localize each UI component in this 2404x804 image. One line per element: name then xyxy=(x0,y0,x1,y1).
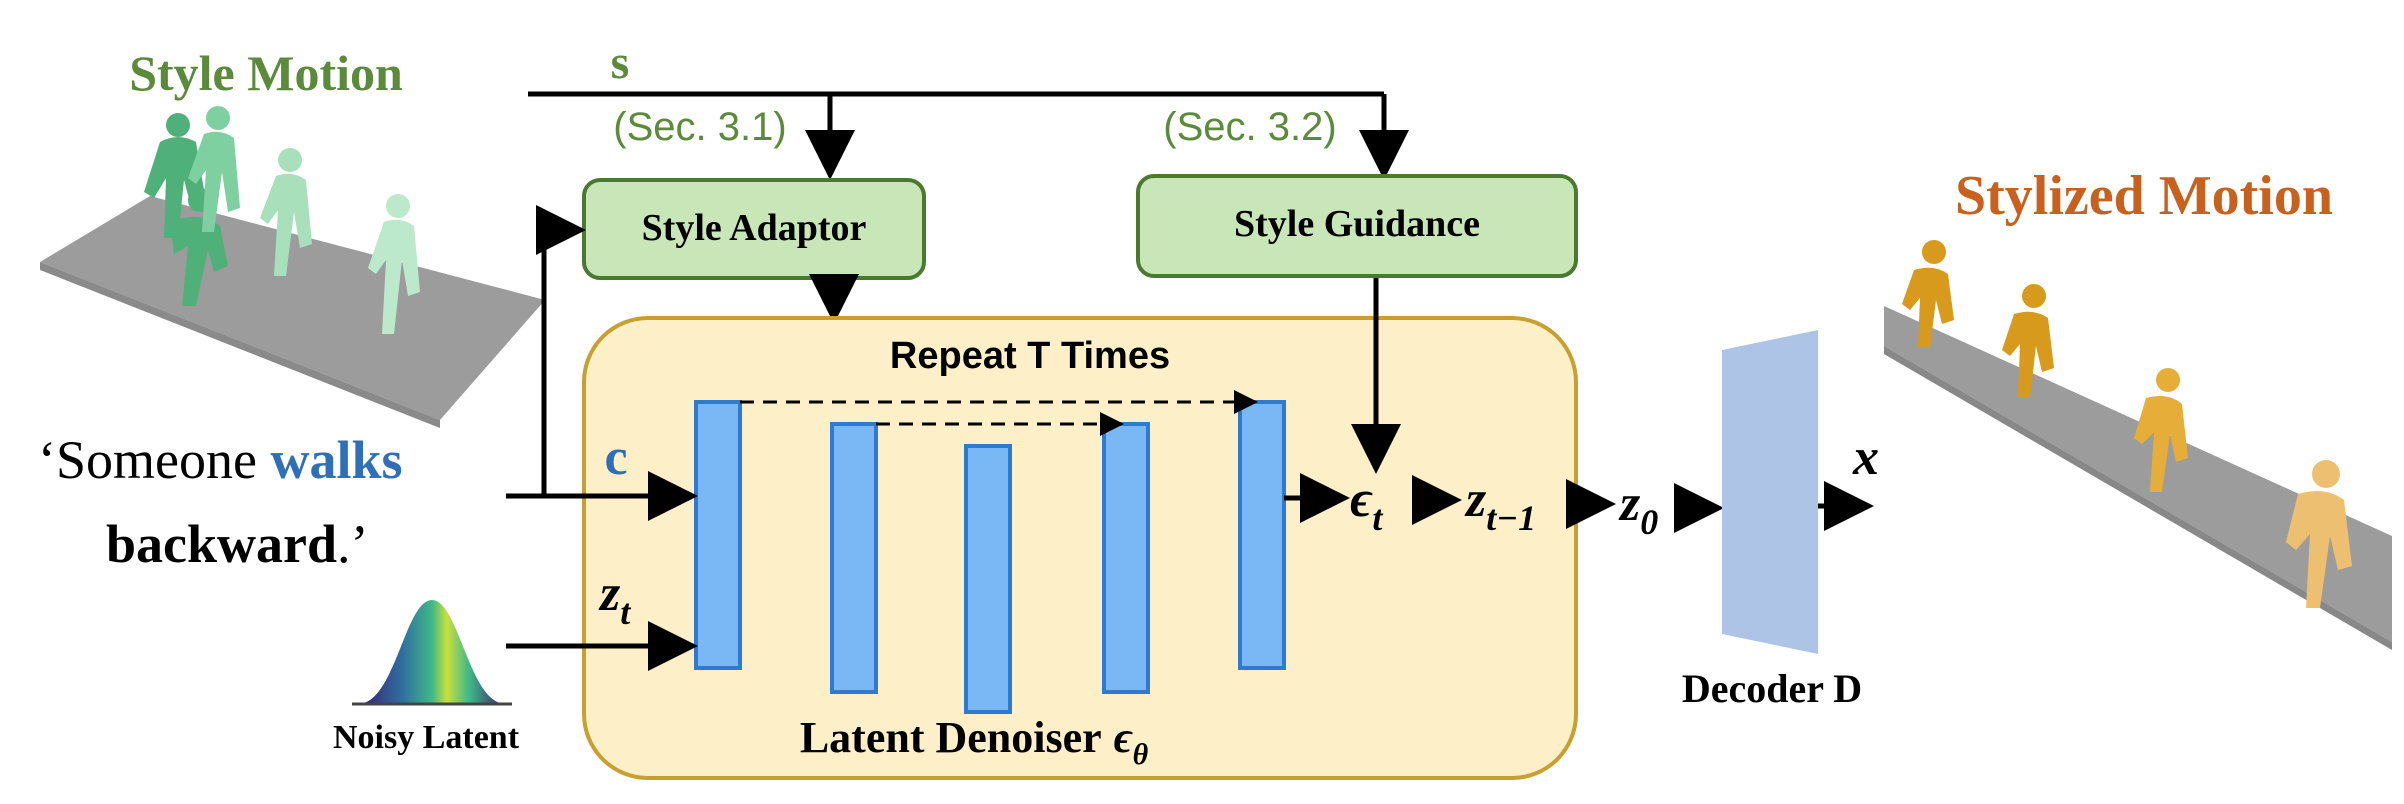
decoder-shape xyxy=(1722,330,1818,654)
epsilon-t-subscript: t xyxy=(1372,498,1383,538)
z-t-base: z xyxy=(598,565,621,622)
x-label: x xyxy=(1852,429,1879,486)
style-motion-image xyxy=(40,106,545,428)
z-tm1-subscript: t−1 xyxy=(1486,498,1536,538)
denoiser-bar-1 xyxy=(694,400,742,670)
z0-subscript: 0 xyxy=(1640,502,1658,542)
c-label: c xyxy=(604,429,627,486)
denoiser-bar-4 xyxy=(1102,422,1150,694)
style-motion-title: Style Motion xyxy=(129,45,403,101)
stylized-motion-title: Stylized Motion xyxy=(1955,165,2333,227)
epsilon-t-base: ϵ xyxy=(1350,471,1373,528)
epsilon-t-label: ϵt xyxy=(1350,471,1383,538)
latent-denoiser-text: Latent Denoiser xyxy=(800,713,1102,762)
s-label: s xyxy=(611,36,630,89)
style-adaptor-label: Style Adaptor xyxy=(642,207,867,249)
z-t-label: zt xyxy=(598,565,631,632)
stylized-motion-image xyxy=(1884,240,2392,650)
repeat-label: Repeat T Times xyxy=(890,335,1170,377)
z-t-minus-1-label: zt−1 xyxy=(1464,471,1536,538)
denoiser-bar-3 xyxy=(964,444,1012,714)
sec-3-2-label: (Sec. 3.2) xyxy=(1163,105,1336,149)
style-guidance-box xyxy=(1136,174,1578,278)
z0-base: z xyxy=(1618,475,1641,532)
prompt-backward: backward xyxy=(106,514,337,574)
epsilon-theta-symbol: ϵ xyxy=(1114,713,1134,762)
sec-3-1-label: (Sec. 3.1) xyxy=(613,105,786,149)
prompt-open: ‘Someone xyxy=(38,430,270,490)
style-guidance-label: Style Guidance xyxy=(1234,203,1480,245)
c-to-adaptor-arrow xyxy=(536,205,586,496)
text-prompt-line2: backward.’ xyxy=(106,514,369,574)
denoiser-bar-2 xyxy=(830,422,878,694)
noisy-latent-label: Noisy Latent xyxy=(333,719,520,756)
z-0-label: z0 xyxy=(1618,475,1658,542)
theta-subscript: θ xyxy=(1133,738,1149,771)
z-t-subscript: t xyxy=(620,592,631,632)
denoiser-bar-5 xyxy=(1238,400,1286,670)
z-tm1-base: z xyxy=(1464,471,1487,528)
decoder-label: Decoder D xyxy=(1682,666,1862,711)
noisy-latent-icon xyxy=(352,600,512,706)
prompt-walks: walks xyxy=(270,430,402,490)
prompt-close: .’ xyxy=(337,514,368,574)
text-prompt-line1: ‘Someone walks xyxy=(38,430,403,490)
